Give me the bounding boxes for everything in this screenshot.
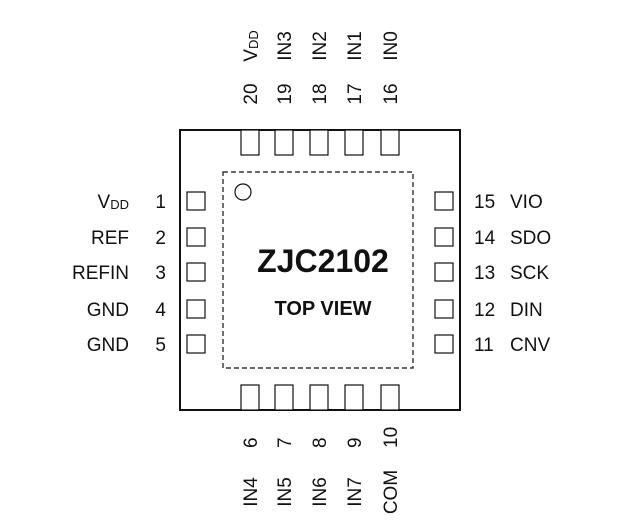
pin-15-number-label: 15: [474, 192, 495, 213]
pin-18-name-label: IN2: [310, 31, 331, 61]
pin-1-name-label: VDD: [98, 192, 129, 213]
pin-5-pad: [186, 334, 206, 354]
pin-9-name-label: IN7: [345, 477, 366, 507]
pin-16-number-label: 16: [381, 83, 402, 104]
pin-9-pad: [344, 384, 364, 411]
pin-8-name-label: IN6: [310, 477, 331, 507]
pin-19-name-label: IN3: [275, 31, 296, 61]
pin-19-number-label: 19: [275, 83, 296, 104]
pin1-indicator-dot: [234, 183, 252, 201]
pin-1-pad: [186, 191, 206, 211]
pin-16-name-label: IN0: [381, 31, 402, 61]
pin-17-pad: [344, 129, 364, 156]
pin-15-pad: [434, 191, 454, 211]
pin-19-pad: [274, 129, 294, 156]
pin-11-pad: [434, 334, 454, 354]
pin-8-number-label: 8: [310, 437, 331, 448]
pin-9-number-label: 9: [345, 437, 366, 448]
pin-10-number-label: 10: [381, 427, 402, 448]
part-number-label: ZJC2102: [257, 243, 389, 279]
pin-1-number-label: 1: [155, 192, 166, 213]
pin-6-number-label: 6: [241, 437, 262, 448]
pin-14-number-label: 14: [474, 228, 496, 249]
pin-8-pad: [309, 384, 329, 411]
pin-12-number-label: 12: [474, 300, 495, 321]
pin-2-number-label: 2: [155, 228, 166, 249]
pin-6-name-label: IN4: [241, 477, 262, 507]
pin-3-name-label: REFIN: [72, 263, 129, 284]
pin-20-number-label: 20: [241, 83, 262, 104]
pin-18-number-label: 18: [310, 83, 331, 104]
pin-2-name-label: REF: [91, 228, 129, 249]
pin-17-number-label: 17: [345, 83, 366, 104]
pin-11-name-label: CNV: [510, 335, 550, 356]
pin-11-number-label: 11: [474, 335, 494, 356]
pin-7-number-label: 7: [275, 437, 296, 448]
pin-14-name-label: SDO: [510, 228, 551, 249]
pin-18-pad: [309, 129, 329, 156]
pin-3-pad: [186, 262, 206, 282]
pin-1-subscript: DD: [110, 197, 129, 212]
pin-6-pad: [240, 384, 260, 411]
pin-4-pad: [186, 299, 206, 319]
pin-5-name-label: GND: [87, 335, 129, 356]
view-label: TOP VIEW: [274, 298, 371, 320]
pin-13-name-label: SCK: [510, 263, 549, 284]
pin-16-pad: [380, 129, 400, 156]
pin-20-subscript: DD: [246, 30, 261, 49]
pin-12-pad: [434, 299, 454, 319]
pin-15-name-label: VIO: [510, 192, 543, 213]
pin-17-name-label: IN1: [345, 31, 366, 61]
pin-20-pad: [240, 129, 260, 156]
pin-7-name-label: IN5: [275, 477, 296, 507]
pin-3-number-label: 3: [155, 263, 166, 284]
pin-5-number-label: 5: [155, 335, 166, 356]
pin-13-number-label: 13: [474, 263, 495, 284]
pin-4-number-label: 4: [155, 300, 166, 321]
pin-13-pad: [434, 262, 454, 282]
pin-10-name-label: COM: [381, 470, 402, 514]
pin-10-pad: [380, 384, 400, 411]
exposed-pad-outline: [222, 171, 414, 369]
pin-4-name-label: GND: [87, 300, 129, 321]
pin-2-pad: [186, 227, 206, 247]
pin-12-name-label: DIN: [510, 300, 543, 321]
pin-7-pad: [274, 384, 294, 411]
pin-14-pad: [434, 227, 454, 247]
pin-20-name-label: VDD: [241, 30, 262, 61]
